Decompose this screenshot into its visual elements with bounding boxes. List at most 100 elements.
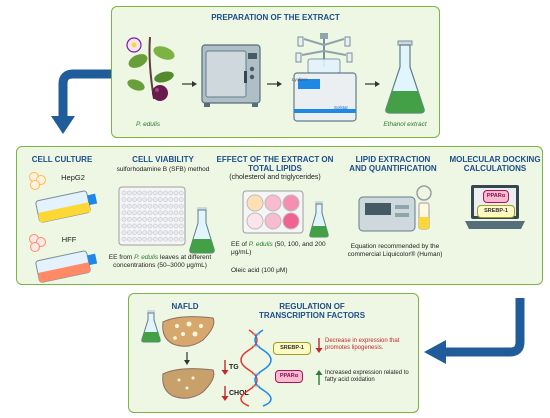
effect-title: EFFECT OF THE EXTRACT ON TOTAL LIPIDS	[216, 155, 334, 174]
viability-desc-suffix: leaves at different concentrations (50–3…	[113, 254, 212, 269]
well	[132, 197, 137, 202]
effect-desc-species: P. edulis	[248, 241, 273, 248]
well	[168, 197, 174, 202]
cells-hff-icon	[29, 234, 46, 252]
well	[163, 236, 168, 242]
well	[137, 203, 142, 209]
docking-ppar-label: PPARα	[483, 190, 509, 203]
well	[173, 197, 179, 202]
well	[178, 210, 184, 216]
device-brand-label: Lyolizer	[292, 77, 308, 82]
lipid-description: Equation recommended by the commercial L…	[347, 243, 443, 258]
well	[142, 230, 148, 235]
cell-viability-description: EE from P. edulis leaves at different co…	[105, 254, 215, 270]
cell-viability-title: CELL VIABILITY	[132, 155, 194, 164]
lipid-title: LIPID EXTRACTION AND QUANTIFICATION	[349, 155, 437, 174]
well	[126, 236, 132, 242]
well	[163, 217, 168, 222]
plant-label: P. edulis	[135, 121, 161, 128]
preparation-title: PREPARATION OF THE EXTRACT	[211, 13, 340, 22]
well	[132, 210, 137, 216]
well	[173, 203, 179, 209]
well	[158, 223, 163, 229]
well	[147, 190, 153, 196]
well	[147, 236, 153, 242]
well	[126, 223, 132, 229]
tg-down-arrow-icon	[221, 360, 229, 375]
well	[173, 236, 179, 242]
well	[126, 197, 132, 202]
well	[178, 223, 184, 229]
preparation-panel: PREPARATION OF THE EXTRACT P. edulis	[111, 6, 440, 138]
well	[173, 210, 179, 216]
viability-flask-icon	[189, 207, 215, 254]
well	[168, 217, 174, 222]
arrow-1-icon	[182, 81, 197, 87]
well	[152, 217, 158, 222]
arrow-2-icon	[267, 81, 282, 87]
well	[126, 190, 132, 196]
well	[163, 190, 168, 196]
hff-label: HFF	[61, 235, 77, 244]
well	[158, 203, 163, 209]
ppar-label: PPARα	[275, 370, 303, 383]
well	[163, 197, 168, 202]
viability-desc-species: P. edulis	[134, 254, 159, 261]
tg-label: TG	[229, 364, 239, 371]
well	[132, 190, 137, 196]
well	[173, 230, 179, 235]
down-arrow-icon	[184, 352, 190, 365]
well	[121, 197, 127, 202]
well	[137, 236, 142, 242]
well	[132, 236, 137, 242]
effect-subtitle: (cholesterol and triglycerides)	[229, 174, 321, 181]
device-brand-label-2: Solstar	[334, 105, 349, 110]
well	[121, 210, 127, 216]
well	[152, 190, 158, 196]
well	[158, 190, 163, 196]
well	[121, 203, 127, 209]
docking-title: MOLECULAR DOCKING CALCULATIONS	[449, 155, 541, 174]
small-flask-icon	[141, 310, 161, 343]
chol-label: CHOL	[229, 390, 249, 397]
cell-viability-method: sulforhodamine B (SFB) method	[116, 166, 210, 173]
well	[178, 190, 184, 196]
well	[158, 210, 163, 216]
well	[132, 203, 137, 209]
well	[137, 210, 142, 216]
well	[178, 203, 184, 209]
well	[126, 217, 132, 222]
well	[121, 223, 127, 229]
well	[121, 190, 127, 196]
well	[132, 230, 137, 235]
well	[173, 223, 179, 229]
drying-oven-icon	[201, 44, 261, 107]
well	[126, 230, 132, 235]
docking-srebp-label: SREBP-1	[477, 205, 515, 218]
well	[158, 230, 163, 235]
well	[178, 230, 184, 235]
well	[158, 236, 163, 242]
well	[173, 190, 179, 196]
well	[137, 217, 142, 222]
well	[152, 230, 158, 235]
increase-arrow-icon	[315, 370, 323, 385]
well	[142, 190, 148, 196]
oleic-acid-label: Oleic acid (100 μM)	[231, 267, 288, 274]
well	[121, 236, 127, 242]
well	[168, 236, 174, 242]
freeze-dryer-icon	[293, 33, 357, 122]
well	[163, 203, 168, 209]
well	[152, 197, 158, 202]
increase-text: Increased expression related to fatty ac…	[325, 370, 409, 384]
well	[178, 217, 184, 222]
arrow-3-icon	[365, 81, 380, 87]
effect-desc-prefix: EE of	[231, 241, 249, 248]
well	[152, 203, 158, 209]
fatty-liver-icon	[162, 316, 215, 347]
well	[152, 223, 158, 229]
regulation-title: REGULATION OF TRANSCRIPTION FACTORS	[258, 302, 366, 321]
well	[142, 223, 148, 229]
well	[158, 197, 163, 202]
viability-desc-prefix: EE from	[108, 254, 135, 261]
